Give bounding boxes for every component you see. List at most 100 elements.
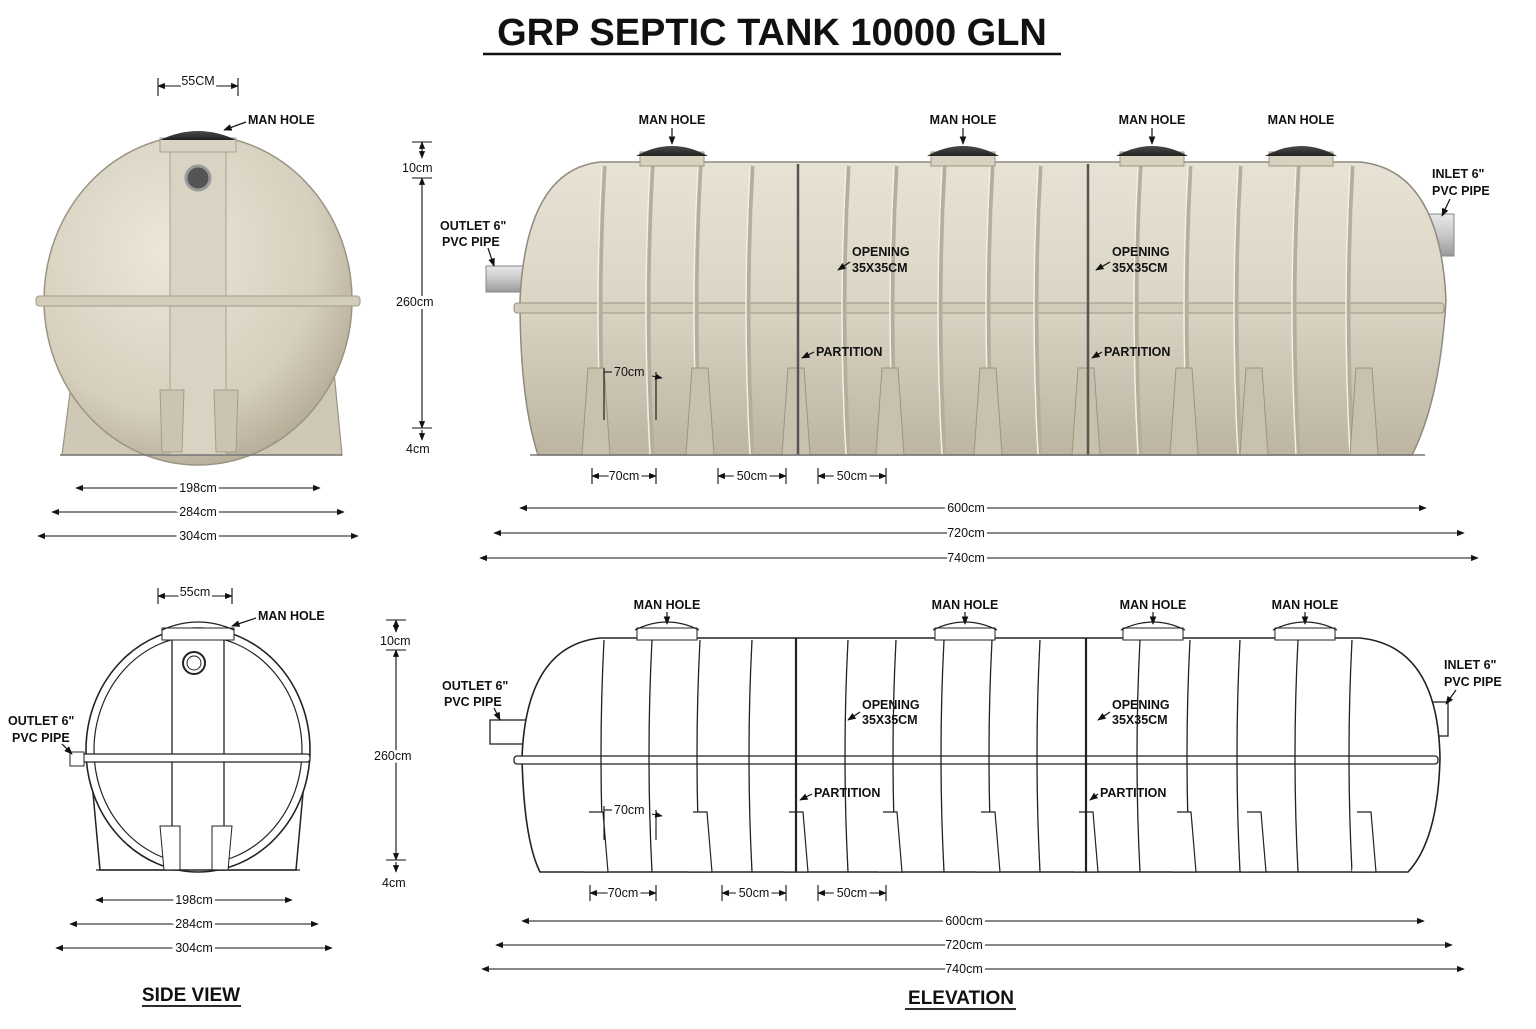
tank-rib — [1133, 165, 1143, 456]
label-partition-l1: PARTITION — [814, 786, 880, 800]
label-partition-l2: PARTITION — [1100, 786, 1166, 800]
tank-rib-highlight — [745, 165, 751, 456]
tank-foot-line — [878, 811, 903, 873]
tank-rib-highlight — [1133, 165, 1139, 456]
label-opening-l1: OPENING — [862, 698, 920, 712]
dim-304-line: 304cm — [175, 941, 213, 955]
dim-foot: 4cm — [406, 442, 430, 456]
manhole-lid — [1265, 146, 1337, 156]
tank-rib-highlight — [1345, 165, 1351, 456]
label-outlet-2: PVC PIPE — [442, 235, 500, 249]
tank-rib-line — [1348, 639, 1353, 873]
dim-rib50-2: 50cm — [837, 469, 868, 483]
dim-rib70-inner-l: 70cm — [614, 803, 645, 817]
tank-rib-line — [1236, 639, 1241, 873]
tank-rib-line — [1036, 639, 1041, 873]
tank-rib-line — [1136, 639, 1141, 873]
tank-foot-line — [1242, 811, 1267, 873]
label-man-hole-side-line: MAN HOLE — [258, 609, 325, 623]
tank-rib — [841, 165, 851, 456]
label-man-hole-1: MAN HOLE — [639, 113, 706, 127]
elevation-render-annotations: MAN HOLE MAN HOLE MAN HOLE MAN HOLE OUTL… — [440, 113, 1490, 568]
tank-rib-highlight — [645, 165, 651, 456]
tank-foot-line — [688, 811, 713, 873]
tank-rib — [1233, 165, 1243, 456]
tank-rib — [1345, 165, 1355, 456]
elevation-render — [485, 146, 1455, 456]
manhole-lid — [927, 146, 999, 156]
dim-284-line: 284cm — [175, 917, 213, 931]
label-opening-l2: OPENING — [1112, 698, 1170, 712]
tank-foot-line — [1352, 811, 1377, 873]
dim-rib70: 70cm — [609, 469, 640, 483]
tank-rib-line — [1294, 639, 1299, 873]
tank-rib — [645, 165, 655, 456]
dim-740: 740cm — [947, 551, 985, 565]
label-opening-l1b: 35X35CM — [862, 713, 918, 727]
label-man-hole: MAN HOLE — [248, 113, 315, 127]
tank-rib-highlight — [937, 165, 943, 456]
label-inlet-2: PVC PIPE — [1432, 184, 1490, 198]
dim-neck-line: 10cm — [380, 634, 411, 648]
label-outlet-l1: OUTLET 6" — [442, 679, 508, 693]
label-man-hole-l1: MAN HOLE — [634, 598, 701, 612]
label-outlet-side-2: PVC PIPE — [12, 731, 70, 745]
dim-720: 720cm — [947, 526, 985, 540]
page-title: GRP SEPTIC TANK 10000 GLN — [497, 12, 1047, 54]
label-man-hole-2: MAN HOLE — [930, 113, 997, 127]
dim-198: 198cm — [179, 481, 217, 495]
label-inlet-1: INLET 6" — [1432, 167, 1485, 181]
manhole-lid — [636, 146, 708, 156]
label-opening-1: OPENING — [852, 245, 910, 259]
dim-rib50-l2: 50cm — [837, 886, 868, 900]
side-render-annotations: 55CM MAN HOLE 198cm 284cm 304cm 10cm 260… — [37, 72, 437, 546]
label-outlet-1: OUTLET 6" — [440, 219, 506, 233]
label-man-hole-l3: MAN HOLE — [1120, 598, 1187, 612]
label-partition-1: PARTITION — [816, 345, 882, 359]
dim-rib50-1: 50cm — [737, 469, 768, 483]
label-opening-2: OPENING — [1112, 245, 1170, 259]
manhole-neck-line — [636, 627, 698, 641]
side-view-render — [35, 131, 361, 466]
label-opening-2b: 35X35CM — [1112, 261, 1168, 275]
label-inlet-l1: INLET 6" — [1444, 658, 1497, 672]
dim-rib70-inner: 70cm — [614, 365, 645, 379]
tank-rib-line — [648, 639, 653, 873]
tank-rib — [1291, 165, 1301, 456]
tank-rib-line — [844, 639, 849, 873]
dim-manhole-width: 55CM — [181, 74, 214, 88]
label-outlet-side-1: OUTLET 6" — [8, 714, 74, 728]
tank-rib-highlight — [1291, 165, 1297, 456]
dim-rib50-l1: 50cm — [739, 886, 770, 900]
manhole-lid — [1116, 146, 1188, 156]
label-opening-l2b: 35X35CM — [1112, 713, 1168, 727]
manhole-neck-line — [934, 627, 996, 641]
dim-284: 284cm — [179, 505, 217, 519]
elevation-line-annotations: MAN HOLE MAN HOLE MAN HOLE MAN HOLE OUTL… — [442, 598, 1502, 1010]
tank-rib-highlight — [1033, 165, 1039, 456]
elevation-line — [489, 621, 1449, 873]
tank-foot-line — [584, 811, 609, 873]
label-man-hole-3: MAN HOLE — [1119, 113, 1186, 127]
dim-600: 600cm — [947, 501, 985, 515]
dim-198-line: 198cm — [175, 893, 213, 907]
tank-rib — [937, 165, 947, 456]
tank-rib-line — [940, 639, 945, 873]
tank-rib-highlight — [1233, 165, 1239, 456]
label-man-hole-4: MAN HOLE — [1268, 113, 1335, 127]
dim-foot-line: 4cm — [382, 876, 406, 890]
dim-304: 304cm — [179, 529, 217, 543]
dim-manhole-width-line: 55cm — [180, 585, 211, 599]
view-side: SIDE VIEW — [142, 985, 240, 1006]
tank-rib — [1033, 165, 1043, 456]
label-inlet-l2: PVC PIPE — [1444, 675, 1502, 689]
label-man-hole-l2: MAN HOLE — [932, 598, 999, 612]
dim-600-l: 600cm — [945, 914, 983, 928]
dim-height-line: 260cm — [374, 749, 412, 763]
view-elevation: ELEVATION — [908, 988, 1014, 1009]
dim-neck: 10cm — [402, 161, 433, 175]
manhole-neck-line — [1122, 627, 1184, 641]
dim-rib70-l: 70cm — [608, 886, 639, 900]
